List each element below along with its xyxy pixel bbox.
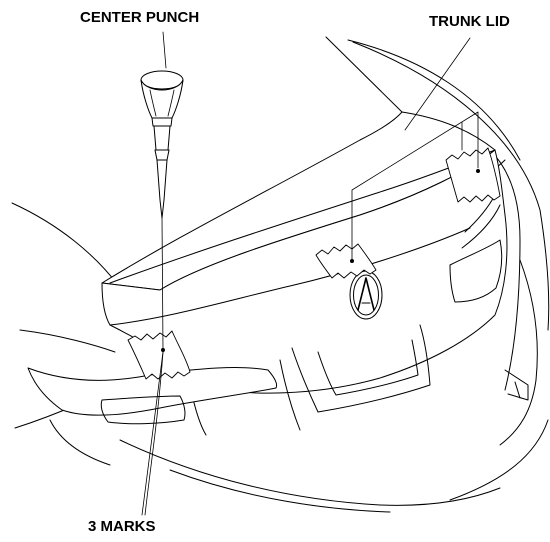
- mark-right: [476, 169, 480, 173]
- center-punch-leader: [162, 31, 167, 69]
- car-body: [11, 36, 550, 513]
- masking-tape: [127, 147, 501, 380]
- trunk-lid-leader: [404, 37, 471, 131]
- leader-lines: [141, 31, 479, 516]
- marks-leader-curve: [144, 351, 164, 516]
- center-punch-label: CENTER PUNCH: [80, 9, 200, 26]
- trunk-lid-label: TRUNK LID: [429, 13, 510, 30]
- mark-center: [350, 259, 354, 263]
- acura-emblem: [349, 270, 383, 320]
- marks-leader-left: [141, 351, 164, 516]
- center-punch-tool: [140, 70, 184, 219]
- tool-to-mark-leader: [161, 217, 164, 351]
- trunk-lid: [101, 111, 508, 436]
- marks-bracket-leader: [351, 111, 479, 260]
- tail-lights: [27, 194, 503, 425]
- marks-label: 3 MARKS: [88, 518, 156, 535]
